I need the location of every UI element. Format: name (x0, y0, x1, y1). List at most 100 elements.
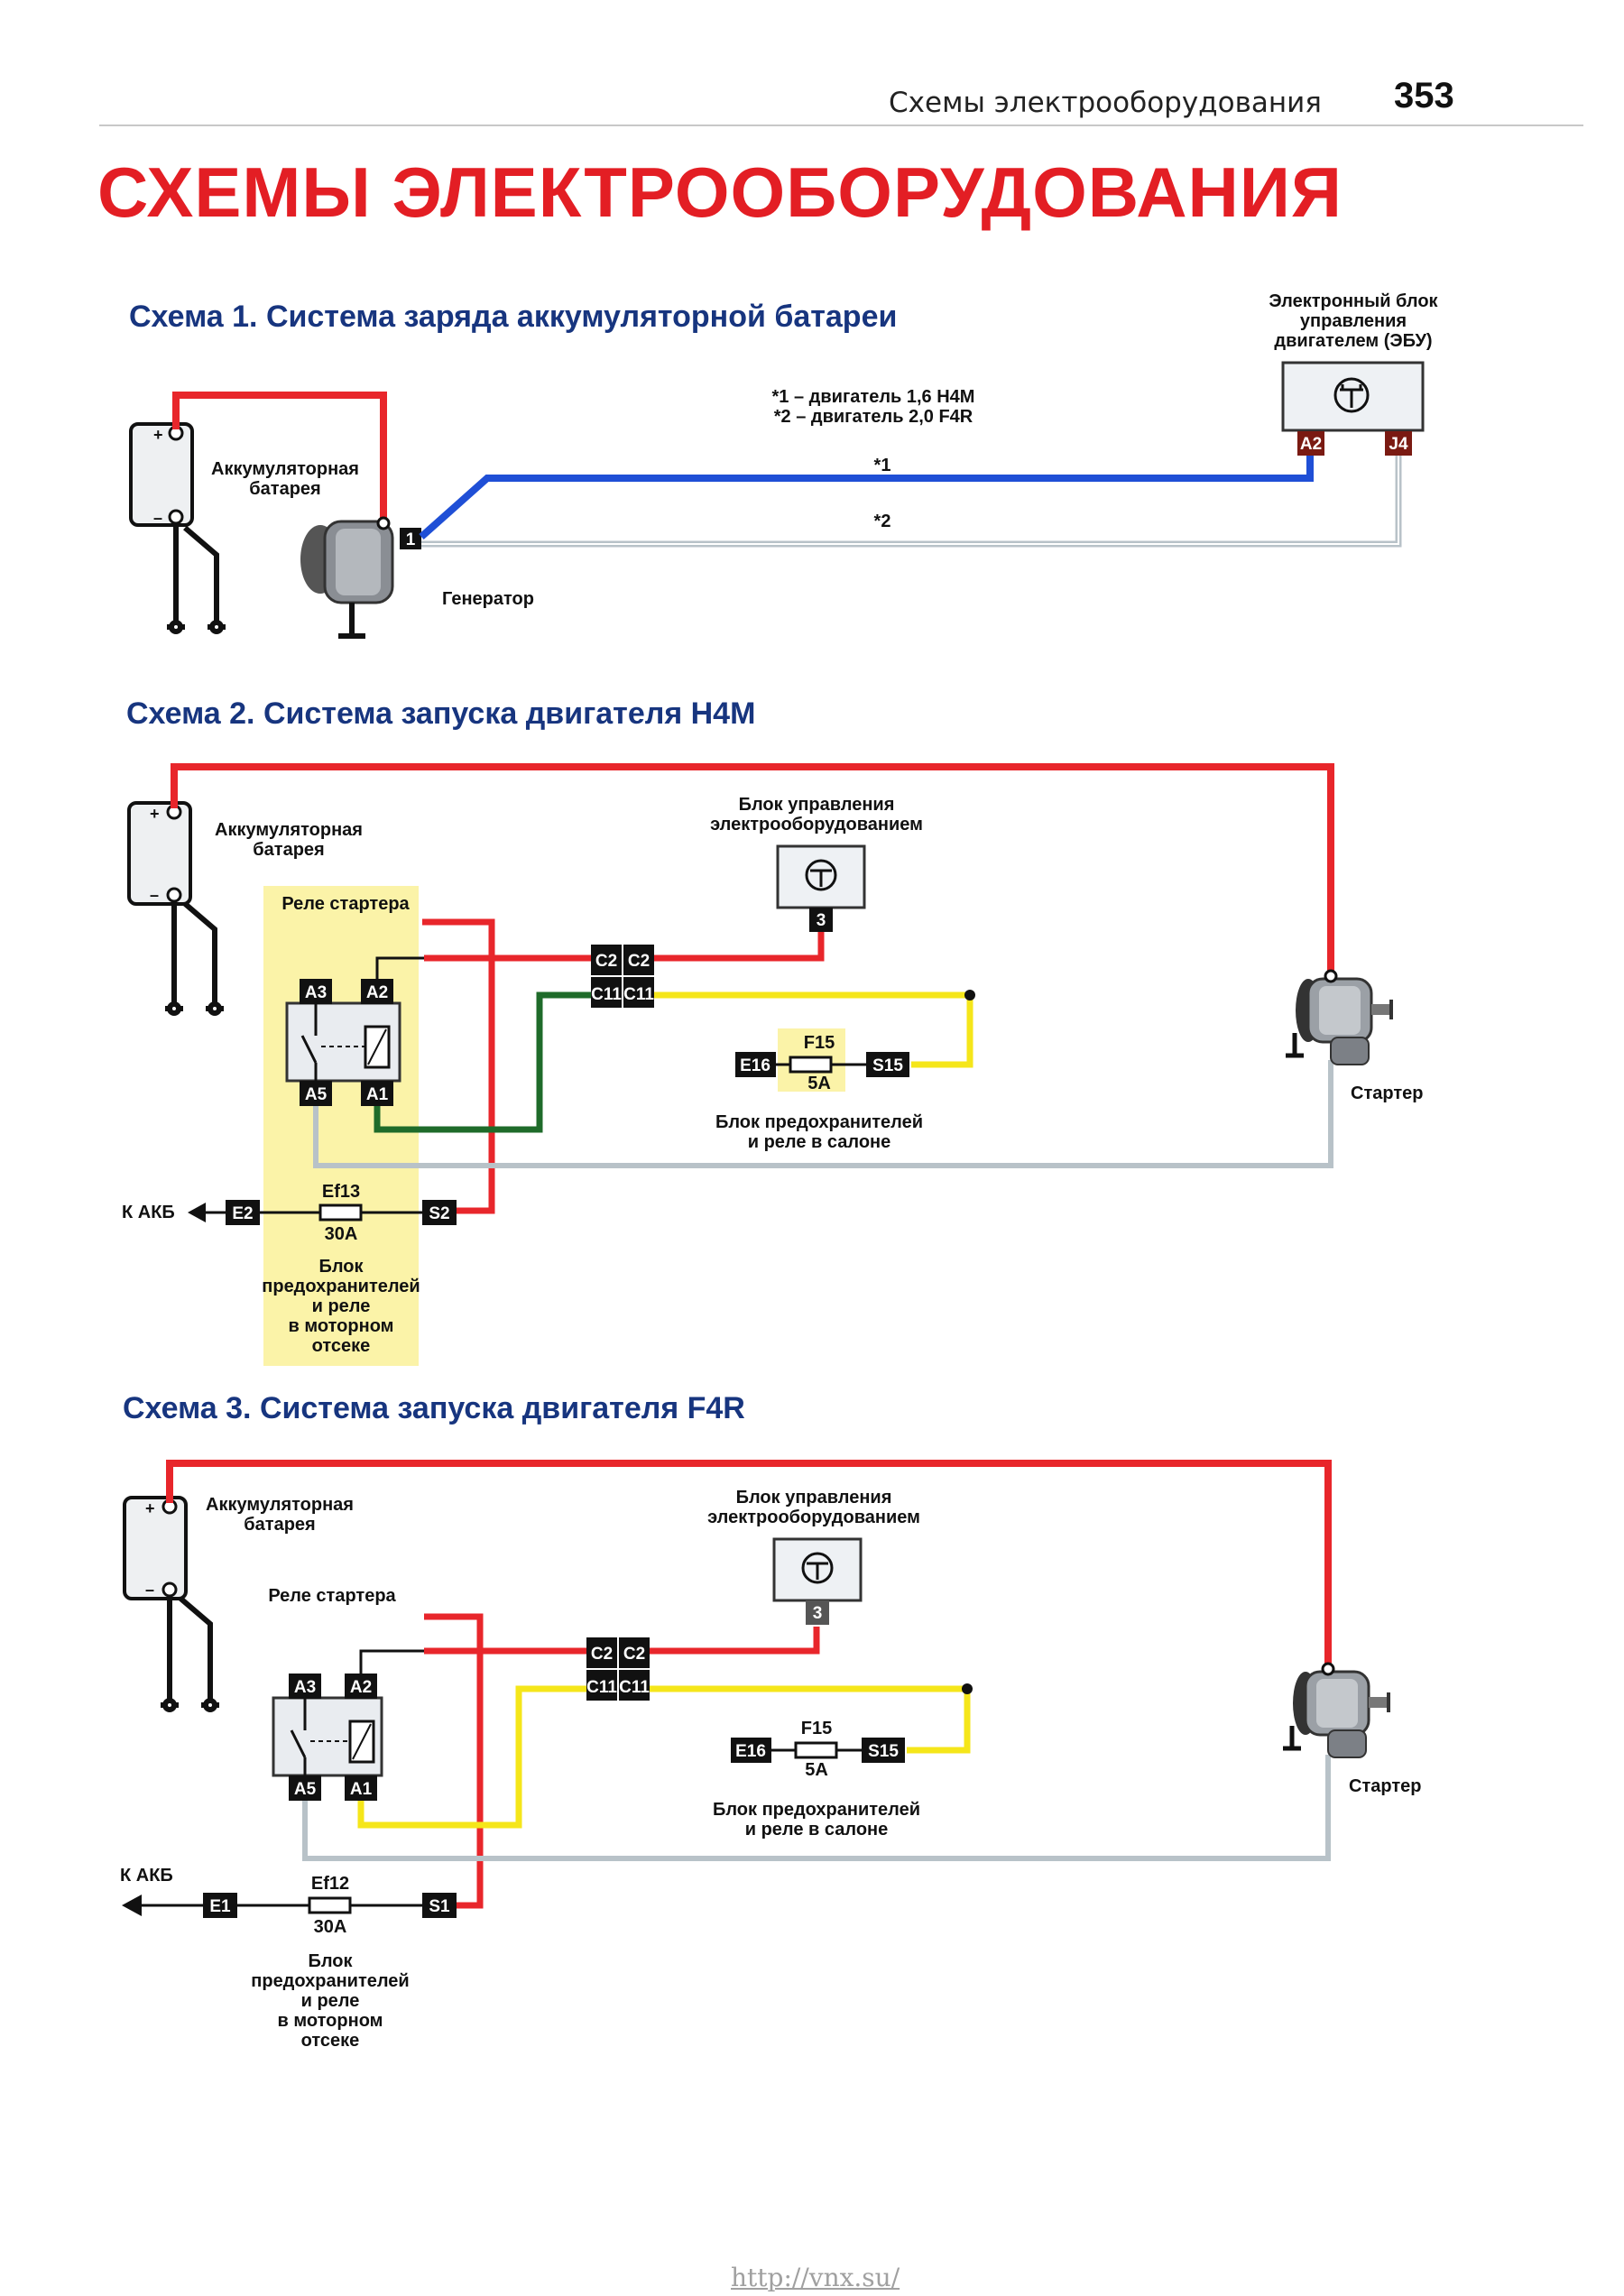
wire-battery-starter (166, 1460, 1332, 1667)
arrow-to-battery-icon (122, 1895, 142, 1916)
control-unit-box (776, 844, 866, 909)
wire-blue-h4m (419, 456, 1314, 539)
control-unit-label-1: Блок управления (739, 795, 895, 815)
engine-fuse-name: Ef12 (311, 1874, 349, 1894)
svg-text:+: + (153, 426, 163, 444)
engine-fuse-pin-left: E2 (232, 1204, 253, 1223)
scheme-3-title: Схема 3. Система запуска двигателя F4R (123, 1391, 745, 1425)
engine-block-label-2: предохранителей (251, 1971, 409, 1991)
note-engine-1: *1 – двигатель 1,6 H4M (772, 387, 975, 407)
note-engine-2: *2 – двигатель 2,0 F4R (774, 407, 973, 427)
wire-c11-fuse (651, 991, 973, 1068)
engine-fuse-name: Ef13 (322, 1182, 360, 1202)
connector-c2-left: C2 (591, 1645, 613, 1664)
cabin-fuse-pin-right: S15 (872, 1056, 903, 1075)
starter-icon (1283, 1662, 1390, 1758)
ecu-label-1: Электронный блок (1269, 291, 1438, 311)
starter-icon (1286, 969, 1393, 1065)
starter-relay (272, 1696, 383, 1777)
cabin-fuse-name: F15 (804, 1033, 835, 1053)
battery-icon: + – (129, 422, 194, 527)
to-battery-label: К АКБ (120, 1866, 173, 1886)
connector-c11-right: C11 (619, 1678, 650, 1697)
cabin-fuse-pin-right: S15 (868, 1742, 899, 1761)
svg-text:–: – (150, 886, 159, 904)
relay-label: Реле стартера (268, 1586, 396, 1606)
wire-c2-control (651, 932, 825, 962)
engine-block-label-5: отсеке (312, 1336, 371, 1356)
generator-pin-box (400, 528, 421, 549)
battery-label-2: батарея (244, 1515, 315, 1535)
connector-c2-right: C2 (628, 952, 650, 971)
control-unit-label-1: Блок управления (736, 1488, 892, 1508)
engine-fuse-rating: 30A (314, 1917, 347, 1937)
engine-block-label-1: Блок (308, 1951, 353, 1971)
generator-icon (300, 516, 394, 639)
connector-c2-right: C2 (623, 1645, 645, 1664)
battery-ground-leads (167, 523, 226, 634)
scheme-1-title: Схема 1. Система заряда аккумуляторной б… (129, 300, 898, 334)
ecu-label-2: управления (1300, 311, 1407, 331)
scheme-2-title: Схема 2. Система запуска двигателя H4M (126, 696, 756, 731)
control-unit-box (772, 1537, 863, 1602)
ecu-pin-a2: A2 (1300, 435, 1322, 454)
wire-c2-control (648, 1627, 820, 1655)
cabin-fuse-rating: 5A (805, 1760, 828, 1780)
cabin-fuse-pin-left: E16 (740, 1056, 770, 1075)
wire-a1-c11 (374, 991, 595, 1133)
relay-pin-a3: A3 (294, 1678, 316, 1697)
connector-c11-right: C11 (623, 985, 654, 1004)
header-divider (99, 124, 1583, 126)
engine-block-label-3: и реле (301, 1991, 360, 2011)
svg-text:–: – (153, 509, 162, 527)
engine-block-label-3: и реле (312, 1296, 371, 1316)
wire-junction (964, 990, 975, 1000)
relay-pin-a5: A5 (294, 1780, 317, 1799)
wire-mark-2: *2 (874, 512, 891, 531)
cabin-fuse-icon (789, 1056, 833, 1074)
generator-label: Генератор (442, 589, 534, 609)
relay-pin-a2: A2 (366, 983, 388, 1002)
control-unit-pin: 3 (813, 1604, 823, 1623)
connector-c11-left: C11 (591, 985, 622, 1004)
wire-a5-starter (302, 1755, 1331, 1861)
starter-relay (285, 1001, 401, 1083)
wire-c11-fuse (648, 1685, 971, 1754)
engine-fuse-pin-right: S2 (429, 1204, 449, 1223)
control-unit-label-2: электрооборудованием (707, 1508, 920, 1527)
scheme-1-diagram: + – Аккумуляторная батарея 1 Генератор *… (129, 291, 1439, 639)
to-battery-label: К АКБ (122, 1203, 175, 1222)
connector-c2-left: C2 (595, 952, 617, 971)
battery-label-1: Аккумуляторная (206, 1495, 354, 1515)
cabin-fuse-name: F15 (801, 1719, 832, 1738)
relay-pin-a3: A3 (305, 983, 327, 1002)
control-unit-pin: 3 (817, 911, 826, 930)
cabin-block-label-2: и реле в салоне (748, 1132, 891, 1152)
svg-text:+: + (150, 805, 160, 823)
battery-icon: + – (127, 801, 192, 906)
scheme-2-diagram: + – Аккумуляторная батарея Реле стартера… (122, 763, 1423, 1366)
engine-block-label-2: предохранителей (262, 1277, 420, 1296)
svg-text:–: – (145, 1581, 154, 1599)
engine-block-label-5: отсеке (301, 2031, 360, 2051)
engine-fuse-pin-left: E1 (209, 1897, 231, 1916)
battery-label-2: батарея (249, 479, 320, 499)
starter-label: Стартер (1351, 1083, 1423, 1103)
engine-fuse-pin-right: S1 (429, 1897, 450, 1916)
wire-s1-relay (422, 1613, 484, 1909)
relay-label: Реле стартера (281, 894, 410, 914)
ecu-box (1281, 361, 1425, 432)
scheme-3-diagram: + – Аккумуляторная батарея Реле стартера… (120, 1460, 1421, 2051)
wire-battery-generator (172, 392, 387, 523)
wire-s2-relay (422, 918, 495, 1214)
battery-label-1: Аккумуляторная (211, 459, 359, 479)
wire-a2 (359, 1649, 591, 1680)
page-title: СХЕМЫ ЭЛЕКТРООБОРУДОВАНИЯ (97, 152, 1343, 232)
cabin-block-label-1: Блок предохранителей (715, 1112, 923, 1132)
cabin-fuse-icon (794, 1741, 838, 1759)
ecu-label-3: двигателем (ЭБУ) (1274, 331, 1432, 351)
footer-url[interactable]: http://vnx.su/ (731, 2263, 900, 2292)
wire-mark-1: *1 (874, 456, 891, 475)
arrow-to-battery-icon (188, 1203, 206, 1222)
battery-label-1: Аккумуляторная (215, 820, 363, 840)
